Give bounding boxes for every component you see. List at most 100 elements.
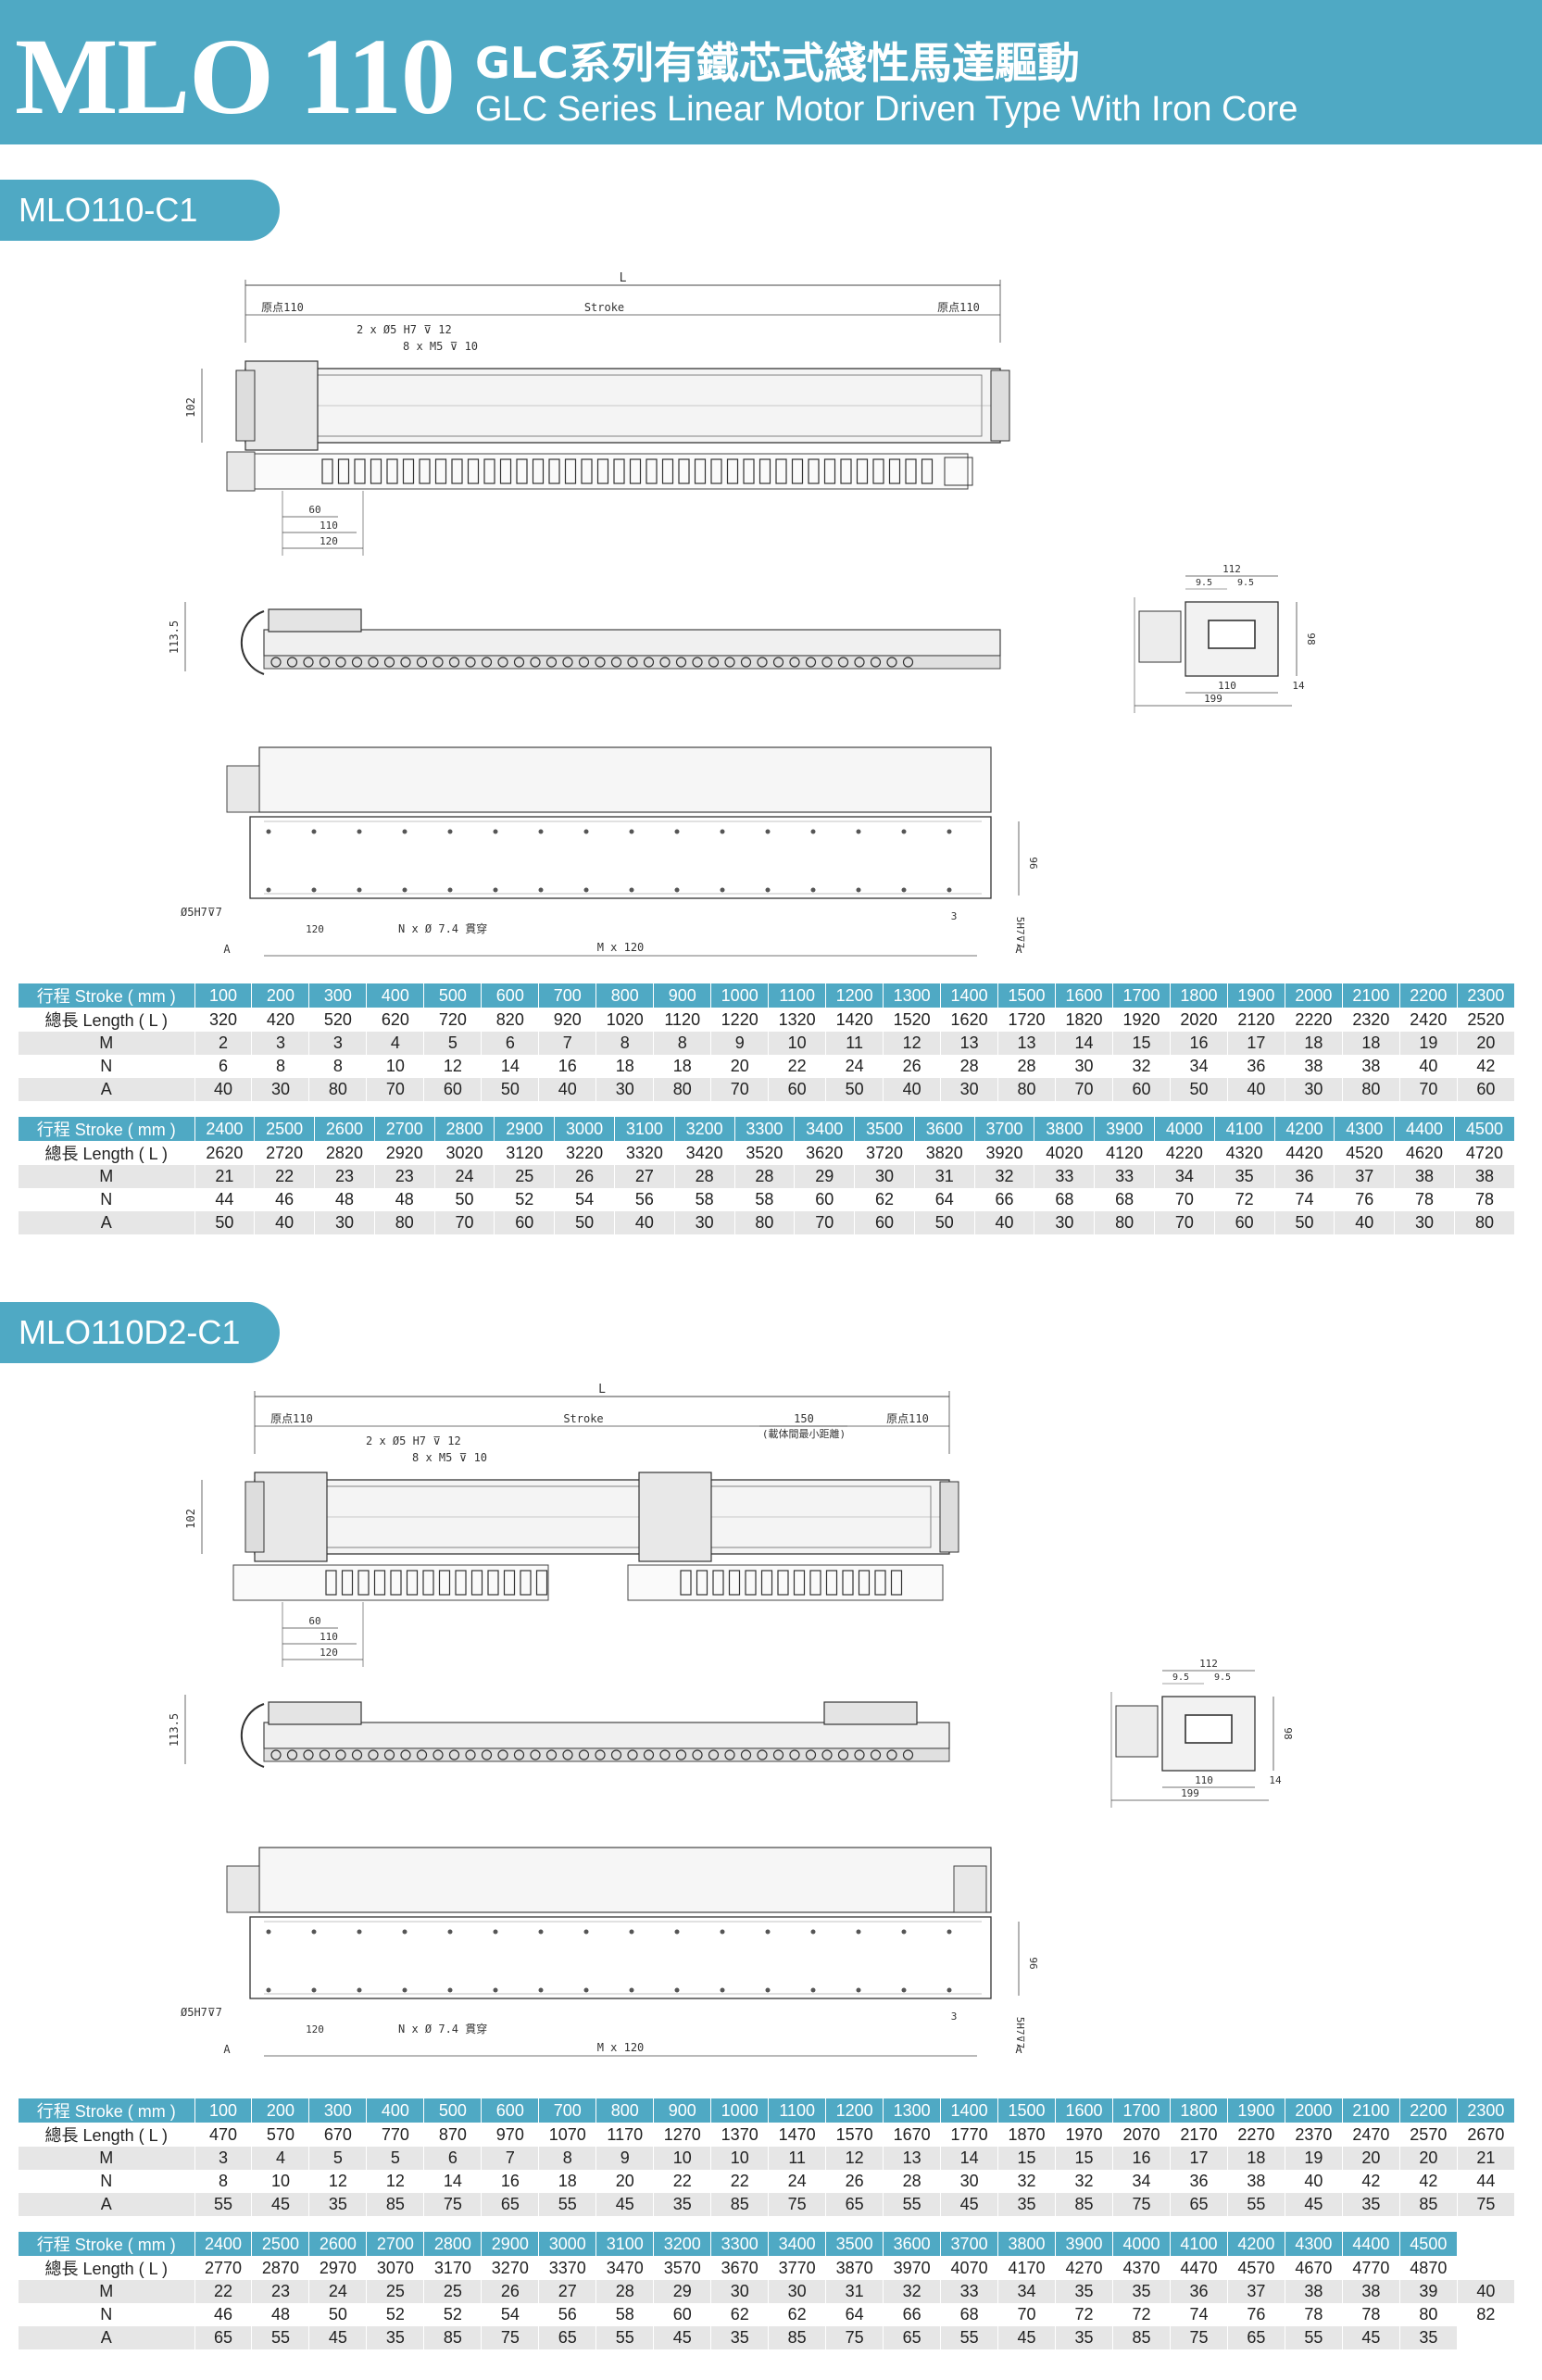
table-cell: 28 <box>734 1165 796 1188</box>
table-cell: 65 <box>194 2326 253 2349</box>
table-cell: 74 <box>1274 1188 1335 1211</box>
table-cell: 45 <box>251 2193 310 2216</box>
drawing-rect <box>710 458 722 484</box>
dim-w14: 14 <box>1269 1774 1282 1786</box>
table-cell: 45 <box>308 2326 368 2349</box>
table-cell: 1600 <box>1055 983 1113 1008</box>
table-cell: 17 <box>1227 1032 1285 1055</box>
drawing-rect <box>487 1570 499 1596</box>
table-cell: 40 <box>883 1078 942 1101</box>
table-cell: 17 <box>1170 2147 1228 2170</box>
hole <box>493 1929 498 1935</box>
drawing-rect <box>638 1472 712 1562</box>
table-cell: 40 <box>1285 2170 1343 2193</box>
table-cell: 70 <box>997 2303 1057 2326</box>
table-cell: 35 <box>1055 2326 1113 2349</box>
chain-link <box>465 657 476 668</box>
hole <box>856 1987 861 1993</box>
table-cell: 4520 <box>1334 1141 1396 1165</box>
row-label: A <box>19 1211 195 1234</box>
hole <box>629 1929 634 1935</box>
table-cell: 10 <box>710 2147 770 2170</box>
table-cell: 38 <box>1342 1055 1400 1078</box>
table-cell: 78 <box>1285 2303 1343 2326</box>
table-cell: 36 <box>1227 1055 1285 1078</box>
table-cell: 35 <box>1055 2280 1113 2303</box>
table-cell: 50 <box>554 1211 615 1234</box>
table-cell: 2100 <box>1342 983 1400 1008</box>
table-cell: 34 <box>1112 2170 1171 2193</box>
table-cell: 50 <box>1274 1211 1335 1234</box>
table-cell: 4620 <box>1394 1141 1455 1165</box>
table-cell: 30 <box>314 1211 375 1234</box>
hole <box>720 887 725 893</box>
hole <box>674 887 680 893</box>
table-cell: 24 <box>825 1055 884 1078</box>
row-label: N <box>19 2170 195 2193</box>
drawing-rect <box>321 458 333 484</box>
table-cell: 2370 <box>1285 2123 1343 2147</box>
drawing-rect <box>268 608 362 633</box>
table-cell: 36 <box>1274 1165 1335 1188</box>
dim-h1135: 113.5 <box>168 1713 181 1747</box>
table-cell: 45 <box>940 2193 999 2216</box>
dim-w110b: 110 <box>1218 680 1236 692</box>
drawing-rect <box>249 1916 992 1999</box>
hole <box>357 887 362 893</box>
table-cell: 3270 <box>481 2256 540 2280</box>
hole <box>810 887 816 893</box>
drawing-rect <box>455 1570 467 1596</box>
hole <box>810 1987 816 1993</box>
table-cell: 32 <box>1112 1055 1171 1078</box>
dim-w120: 120 <box>320 1647 338 1659</box>
table-cell: 52 <box>494 1188 556 1211</box>
dim-w3: 3 <box>951 2010 958 2023</box>
table-cell: 13 <box>997 1032 1057 1055</box>
hole <box>311 1929 317 1935</box>
table-cell: 80 <box>1399 2303 1458 2326</box>
drawing-rect <box>921 458 934 484</box>
drawing-rect <box>858 1570 871 1596</box>
table-cell: 1300 <box>883 2098 942 2123</box>
drawing-rect <box>483 458 495 484</box>
table-cell: 2200 <box>1399 2098 1458 2123</box>
hole <box>493 887 498 893</box>
table-cell: 2820 <box>314 1141 375 1165</box>
table-cell: 46 <box>194 2303 253 2326</box>
row-label: 行程 Stroke ( mm ) <box>19 2098 195 2123</box>
table-cell: 3100 <box>614 1117 675 1141</box>
table-cell: 100 <box>194 983 253 1008</box>
table-cell: 7 <box>481 2147 540 2170</box>
chain-link <box>805 657 817 668</box>
table-cell: 58 <box>734 1188 796 1211</box>
table-cell: 78 <box>1454 1188 1516 1211</box>
table-cell: 22 <box>653 2170 712 2193</box>
hole <box>583 1929 589 1935</box>
chain-link <box>481 1749 493 1760</box>
hole <box>901 1987 907 1993</box>
table-cell: 37 <box>1334 1165 1396 1188</box>
table-cell: 18 <box>1342 1032 1400 1055</box>
table-cell: 3200 <box>653 2232 712 2256</box>
drawing-rect <box>520 1570 532 1596</box>
table-cell: 28 <box>595 2280 655 2303</box>
table-cell: 4500 <box>1399 2232 1458 2256</box>
table-cell: 1700 <box>1112 2098 1171 2123</box>
chain-link <box>481 657 493 668</box>
table-cell: 2700 <box>366 2232 425 2256</box>
drawing-rect <box>226 765 260 813</box>
table-cell: 85 <box>366 2193 425 2216</box>
chain-link <box>627 1749 638 1760</box>
chain-link <box>659 1749 671 1760</box>
table-cell: 3400 <box>768 2232 827 2256</box>
drawing-rect <box>939 1481 959 1553</box>
drawing-rect <box>953 1865 987 1913</box>
table-cell: 40 <box>1227 1078 1285 1101</box>
chain-link <box>870 657 882 668</box>
drawing-rect <box>337 458 350 484</box>
dim-pin-hole: 2 x Ø5 H7 ⊽ 12 <box>366 1434 461 1447</box>
table-cell: 2600 <box>308 2232 368 2256</box>
